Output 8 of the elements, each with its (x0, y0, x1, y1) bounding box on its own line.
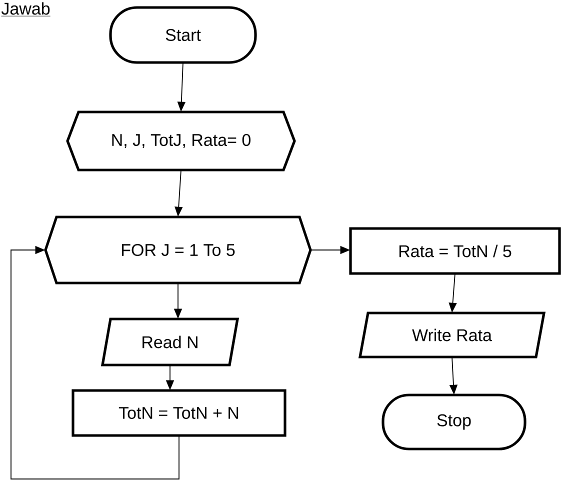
process-box: Rata = TotN / 5 (349, 227, 561, 275)
heading: Jawab (1, 2, 51, 16)
loop-hexagon: FOR J = 1 To 5 (44, 216, 312, 284)
process-box: TotN = TotN + N (72, 389, 286, 437)
arrow (10, 246, 180, 480)
start-terminal: Start (109, 6, 257, 64)
preparation-hexagon: N, J, TotJ, Rata= 0 (66, 110, 296, 172)
stop-terminal: Stop (382, 394, 526, 450)
